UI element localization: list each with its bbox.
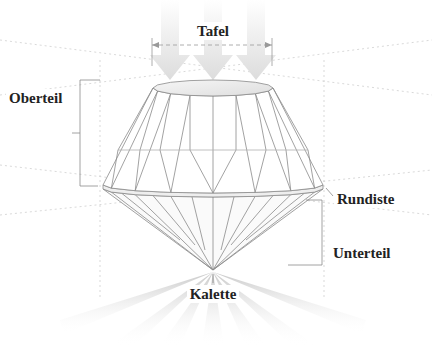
part-label: Rundiste — [334, 190, 398, 208]
part-label: Tafel — [194, 22, 232, 40]
bracket — [72, 80, 100, 186]
part-label: Unterteil — [330, 244, 393, 262]
light-rays — [60, 272, 366, 346]
part-label: Kalette — [187, 285, 240, 303]
light-arrows — [150, 0, 276, 80]
bracket — [288, 200, 322, 265]
leader-line — [213, 274, 214, 283]
leader-line — [326, 188, 333, 196]
guide-lines — [0, 40, 432, 300]
part-label: Oberteil — [6, 89, 65, 107]
diamond — [103, 80, 323, 270]
dimension-line — [152, 38, 272, 66]
